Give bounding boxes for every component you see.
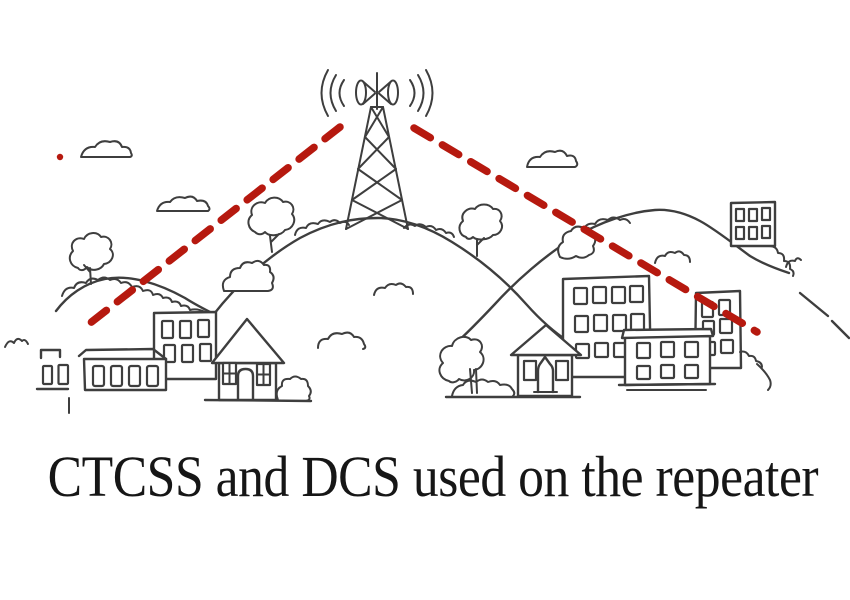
right-building-cluster xyxy=(438,274,772,399)
signal-dot xyxy=(56,153,64,161)
tree-left-hill xyxy=(68,232,114,285)
bush-base-right xyxy=(739,350,763,368)
radio-tower xyxy=(320,69,434,230)
house-right xyxy=(509,323,583,398)
house-left xyxy=(210,317,286,402)
hilltop-bush-cascade xyxy=(768,245,795,277)
tower-lattice xyxy=(345,72,409,230)
bush-left-house xyxy=(275,375,312,402)
tree-center-left xyxy=(247,196,296,253)
signal-paths xyxy=(56,123,761,336)
signal-line-left xyxy=(85,123,344,328)
slope-squiggle-bush xyxy=(785,257,802,268)
ridge-bushes-right xyxy=(403,223,455,238)
hill-center xyxy=(212,196,571,350)
ridge-bushes-left xyxy=(294,219,350,236)
ground-left xyxy=(203,398,313,403)
cloud-right xyxy=(526,149,579,168)
left-building-cluster xyxy=(4,310,313,414)
slope-foot-curve xyxy=(756,363,772,391)
building-long-left xyxy=(77,347,168,392)
hill-left xyxy=(54,232,216,316)
cloud-top-left xyxy=(80,140,133,158)
cloud-mid-left xyxy=(156,195,211,212)
right-ridge-bushes xyxy=(582,216,631,232)
building-partial-left xyxy=(35,348,70,414)
right-face-bush xyxy=(654,250,691,264)
radio-waves-left-icon xyxy=(320,69,345,117)
tree-center-right xyxy=(458,203,503,257)
bush-ground-right xyxy=(451,378,516,397)
building-hilltop xyxy=(729,200,777,248)
caption-title: CTCSS and DCS used on the repeater xyxy=(0,444,850,511)
radio-waves-right-icon xyxy=(409,69,434,117)
caption-text: CTCSS and DCS used on the repeater xyxy=(47,444,819,509)
left-hill-bushes xyxy=(61,276,206,313)
tree-right-cluster xyxy=(438,335,485,394)
face-bush-low xyxy=(317,331,367,350)
distant-doodle xyxy=(4,337,29,348)
door-arched xyxy=(236,367,255,402)
building-multistory-left xyxy=(152,310,218,381)
door-pointed xyxy=(536,355,555,394)
slope-bush-cluster xyxy=(221,259,275,292)
antenna-horns-icon xyxy=(355,79,399,106)
face-bush-small xyxy=(373,282,414,296)
signal-line-right xyxy=(410,124,761,336)
building-medium-right xyxy=(617,327,717,391)
